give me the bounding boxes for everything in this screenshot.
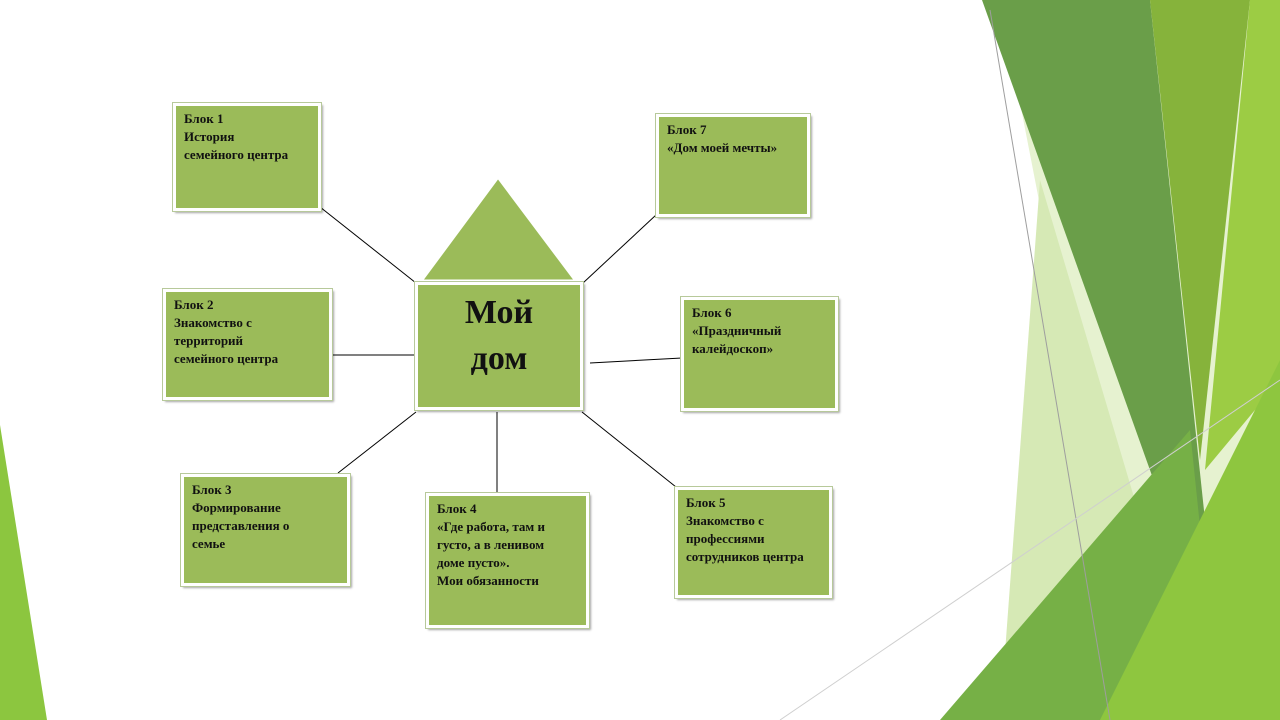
block-6-line: Блок 6 xyxy=(692,305,732,320)
block-3-line: представления о xyxy=(192,518,290,533)
block-4-line: Блок 4 xyxy=(437,501,477,516)
block-5-line: Знакомство с xyxy=(686,513,764,528)
block-4: Блок 4 «Где работа, там и густо, а в лен… xyxy=(425,492,590,629)
center-title-line-2: дом xyxy=(470,340,528,377)
block-7-line: Блок 7 xyxy=(667,122,707,137)
block-1-line: семейного центра xyxy=(184,147,289,162)
block-5: Блок 5 Знакомство с профессиями сотрудни… xyxy=(674,486,833,599)
block-6: Блок 6 «Праздничный калейдоскоп» xyxy=(680,296,839,412)
connector-block-1 xyxy=(319,206,417,284)
block-6-line: калейдоскоп» xyxy=(692,341,774,356)
block-2: Блок 2 Знакомство с территорий семейного… xyxy=(162,288,333,401)
block-2-line: Знакомство с xyxy=(174,315,252,330)
block-2-line: семейного центра xyxy=(174,351,279,366)
decor-thin-line-2 xyxy=(779,379,1280,720)
center-house-body: Мой дом xyxy=(414,281,584,411)
block-5-line: сотрудников центра xyxy=(686,549,804,564)
block-3: Блок 3 Формирование представления о семь… xyxy=(180,473,351,587)
block-4-line: густо, а в ленивом xyxy=(437,537,545,552)
block-7: Блок 7 «Дом моей мечты» xyxy=(655,113,811,218)
block-4-line: «Где работа, там и xyxy=(437,519,545,534)
connector-block-7 xyxy=(582,214,657,284)
block-5-line: Блок 5 xyxy=(686,495,726,510)
block-4-line: Мои обязанности xyxy=(437,573,539,588)
decor-bottom-lime xyxy=(1100,360,1280,720)
decor-right-green-band xyxy=(1150,0,1250,460)
connector-block-3 xyxy=(337,411,417,474)
block-1-line: Блок 1 xyxy=(184,111,224,126)
decor-right-dark-band xyxy=(982,0,1205,540)
decor-left-triangle xyxy=(0,425,47,720)
block-5-line: профессиями xyxy=(686,531,765,546)
decor-right-lime-band xyxy=(1205,0,1280,470)
block-1-line: История xyxy=(184,129,235,144)
block-3-line: Формирование xyxy=(192,500,281,515)
block-4-line: доме пусто». xyxy=(437,555,510,570)
block-2-line: Блок 2 xyxy=(174,297,214,312)
block-1: Блок 1 История семейного центра xyxy=(172,102,322,212)
block-3-line: Блок 3 xyxy=(192,482,232,497)
block-2-line: территорий xyxy=(174,333,244,348)
connector-block-5 xyxy=(581,411,677,488)
center-title-line-1: Мой xyxy=(464,294,534,331)
block-6-line: «Праздничный xyxy=(692,323,782,338)
block-3-line: семье xyxy=(192,536,226,551)
block-7-line: «Дом моей мечты» xyxy=(667,140,778,155)
decor-thin-line-1 xyxy=(989,9,1111,720)
connector-block-6 xyxy=(589,357,683,364)
